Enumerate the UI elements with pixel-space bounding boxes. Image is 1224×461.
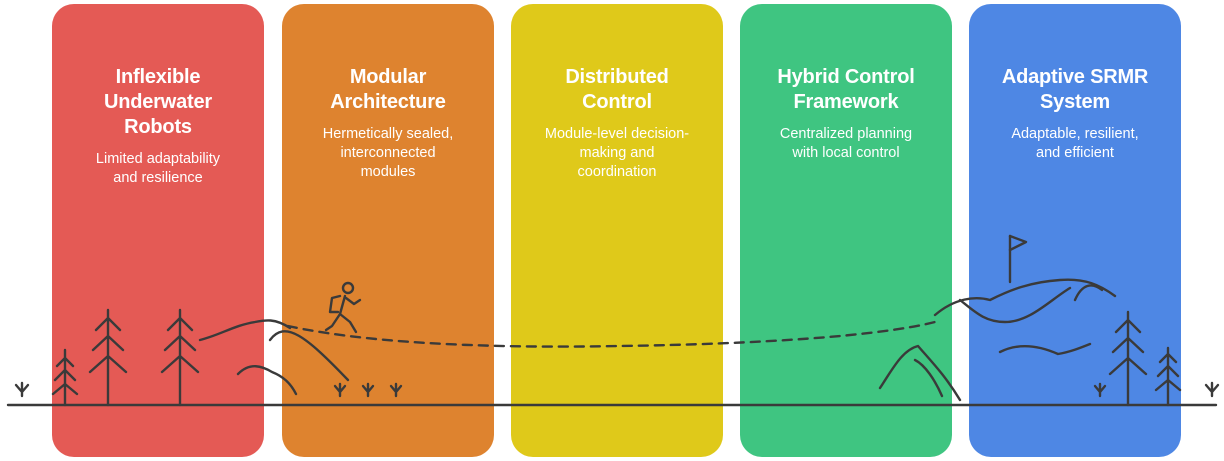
stage-description: Module-level decision- making and coordi… [544, 126, 690, 180]
stage-card-inflexible-robots: Inflexible Underwater Robots Limited ada… [52, 4, 264, 457]
stage-card-distributed-control: Distributed Control Module-level decisio… [511, 4, 723, 457]
stage-description: Hermetically sealed, interconnected modu… [322, 126, 454, 180]
stage-title: Adaptive SRMR System [1001, 66, 1149, 113]
stage-title: Modular Architecture [330, 66, 446, 113]
stage-description: Adaptable, resilient, and efficient [1011, 126, 1139, 161]
stage-title: Hybrid Control Framework [777, 66, 915, 113]
stage-card-adaptive-srmr: Adaptive SRMR System Adaptable, resilien… [969, 4, 1181, 457]
stage-card-modular-architecture: Modular Architecture Hermetically sealed… [282, 4, 494, 457]
stage-description: Centralized planning with local control [779, 126, 913, 161]
stage-description: Limited adaptability and resilience [95, 151, 221, 186]
stage-card-hybrid-control: Hybrid Control Framework Centralized pla… [740, 4, 952, 457]
stage-title: Distributed Control [565, 66, 669, 113]
stage-title: Inflexible Underwater Robots [103, 66, 213, 138]
